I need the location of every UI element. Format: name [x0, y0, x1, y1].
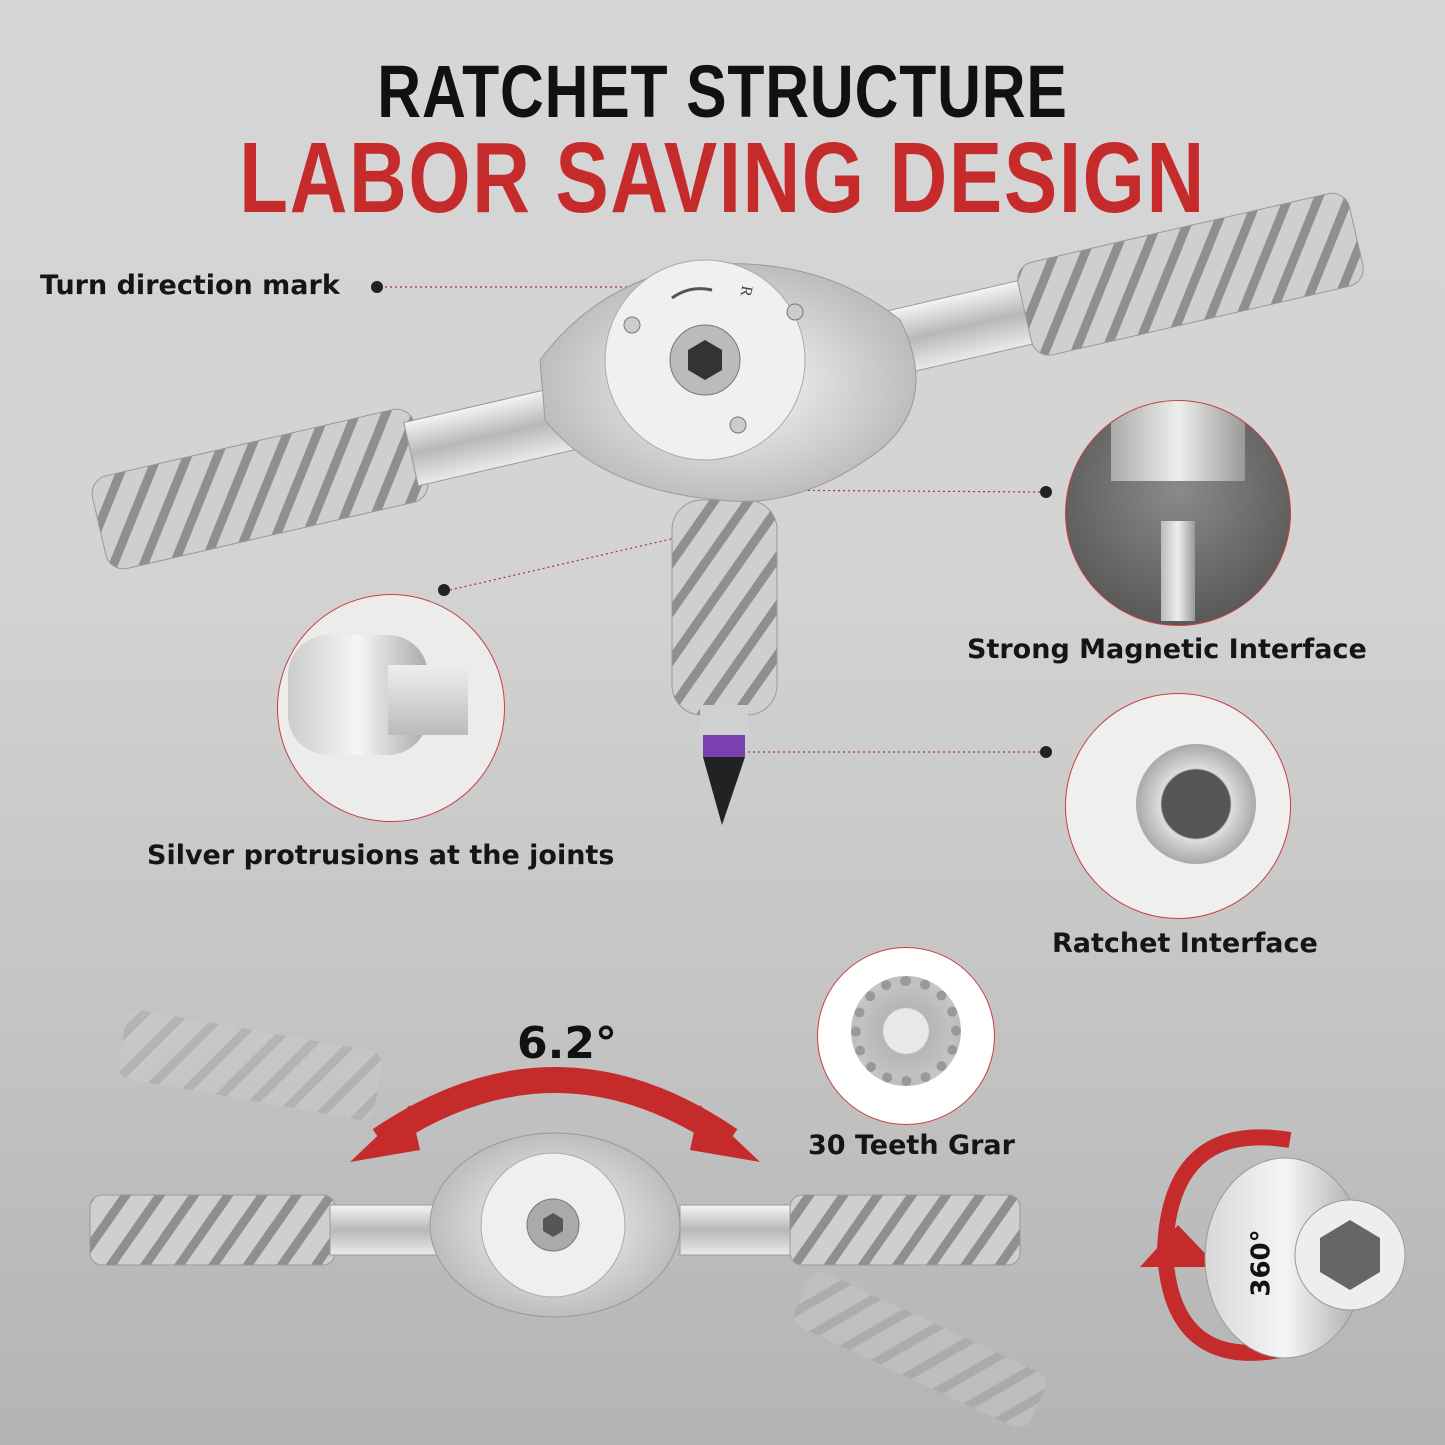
label-ratchet-interface: Ratchet Interface — [1052, 928, 1318, 959]
ghost-handles — [118, 1010, 1046, 1428]
label-magnetic: Strong Magnetic Interface — [967, 634, 1367, 665]
swing-arrow — [372, 1067, 738, 1151]
ratchet-tool-main — [91, 192, 1364, 825]
protrusion-detail — [277, 594, 505, 822]
rotation-label: 360° — [1246, 1229, 1277, 1297]
socket-top — [1111, 401, 1245, 481]
ratchet-interface-detail — [1065, 693, 1291, 919]
subtitle: LABOR SAVING DESIGN — [239, 122, 1206, 234]
gear-icon — [851, 976, 961, 1086]
label-gear: 30 Teeth Grar — [808, 1130, 1015, 1161]
label-protrusions: Silver protrusions at the joints — [147, 840, 615, 871]
swing-arrowhead-left — [350, 1105, 420, 1162]
hex-socket — [1136, 744, 1256, 864]
callout-dots — [371, 281, 1052, 758]
magnetic-interface-detail — [1065, 400, 1291, 626]
gear-detail — [817, 947, 995, 1125]
label-turn-direction: Turn direction mark — [40, 270, 340, 301]
bit-shaft — [1161, 521, 1195, 621]
ratchet-tool-swing — [89, 1010, 1046, 1428]
swing-angle: 6.2° — [517, 1018, 617, 1069]
rotating-socket — [1140, 1129, 1406, 1361]
title: RATCHET STRUCTURE — [377, 50, 1068, 133]
swing-arrowhead-right — [690, 1105, 760, 1162]
square-drive — [388, 665, 468, 735]
